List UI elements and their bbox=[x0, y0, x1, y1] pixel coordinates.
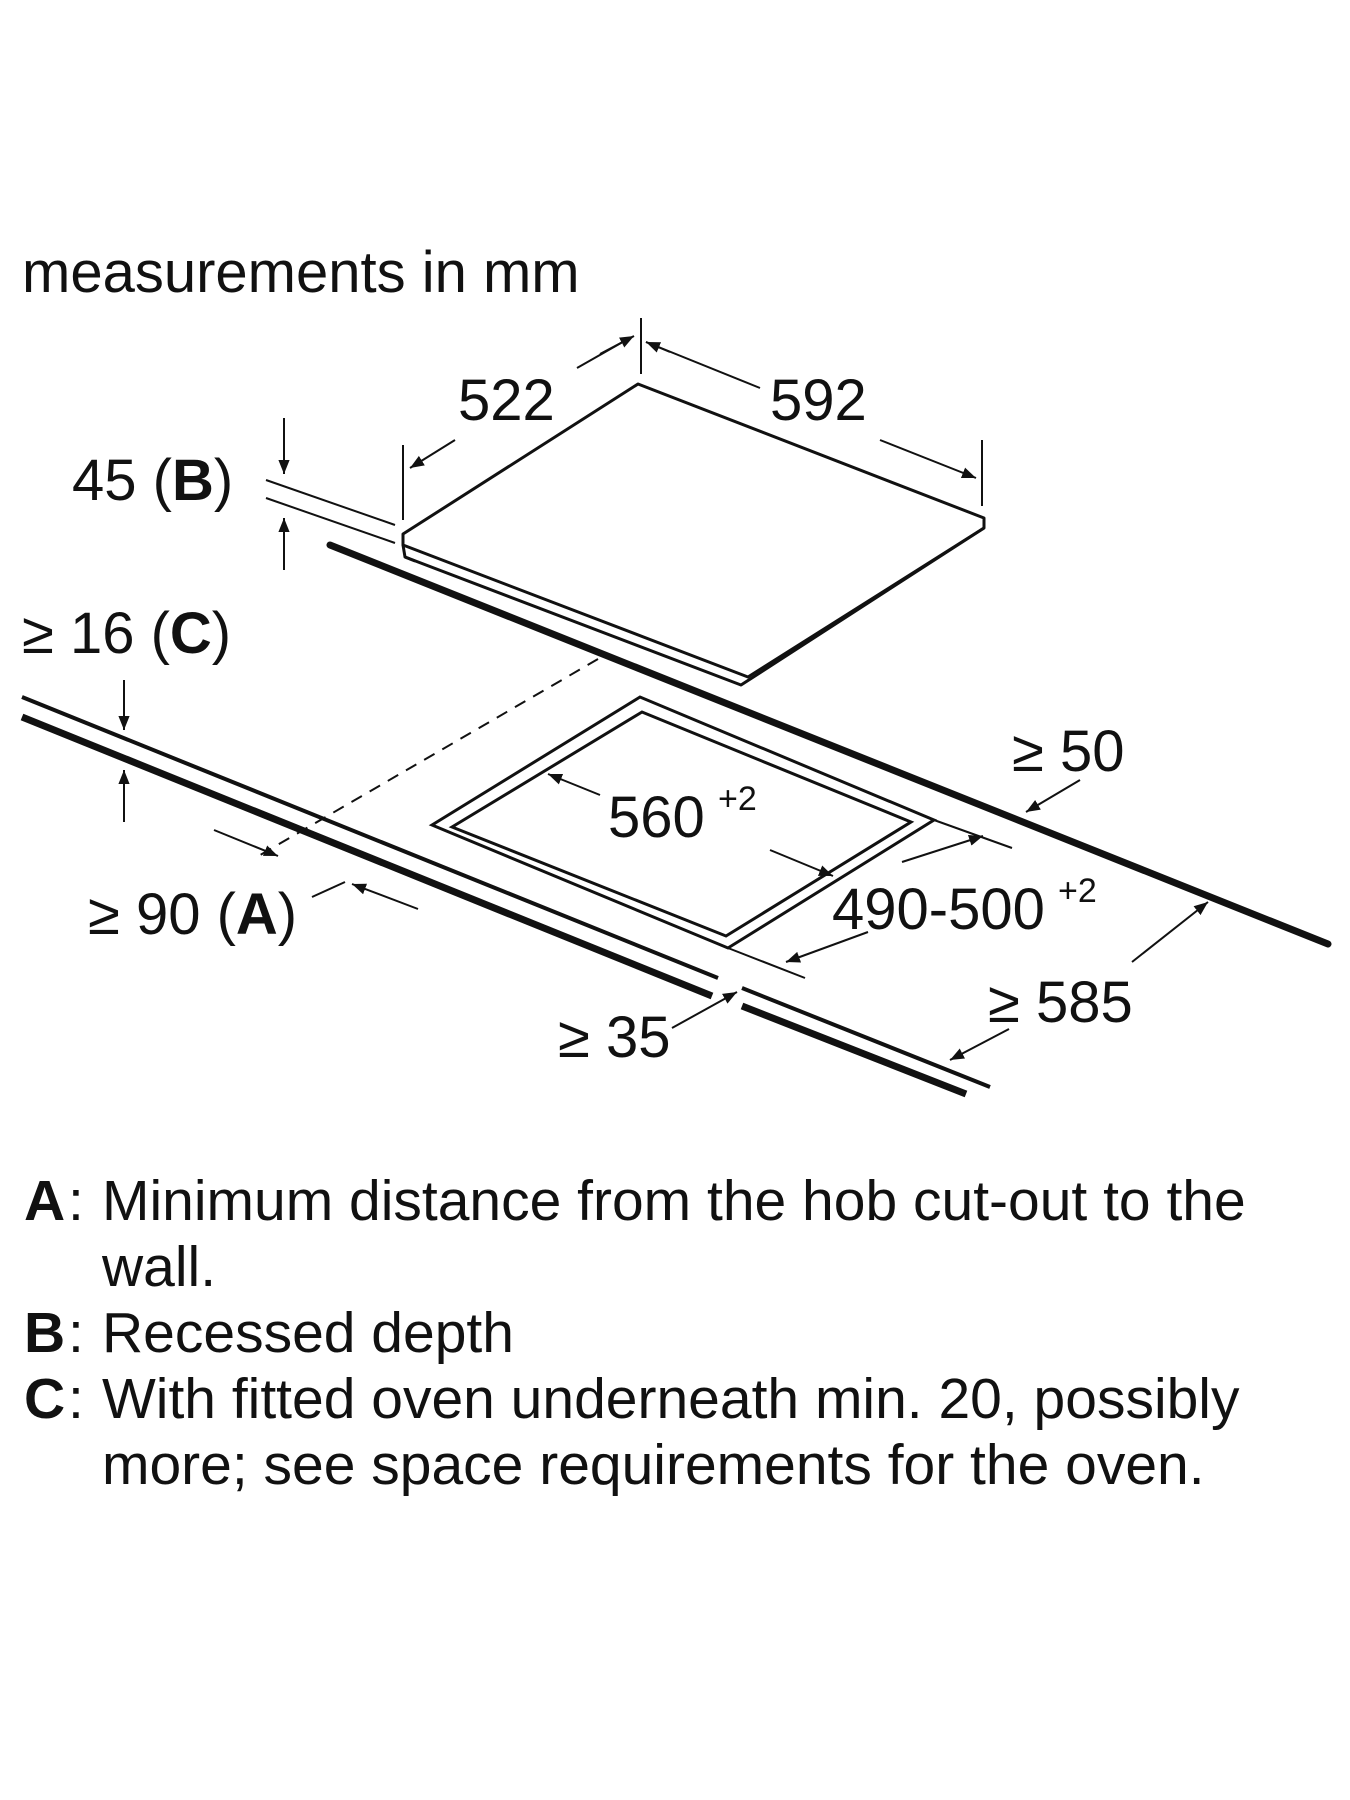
label-cutout-width: 560 bbox=[608, 785, 705, 850]
legend-item-c: C : With fitted oven underneath min. 20,… bbox=[24, 1366, 1324, 1498]
label-width-hob: 592 bbox=[770, 368, 867, 433]
legend-separator: : bbox=[68, 1301, 84, 1365]
legend-text: With fitted oven underneath min. 20, pos… bbox=[102, 1367, 1240, 1497]
label-rear-gap: ≥ 50 bbox=[1012, 719, 1124, 784]
dimension-lines bbox=[118, 318, 1209, 1061]
worktop-back-edge bbox=[326, 541, 1332, 948]
legend-key: A bbox=[24, 1169, 66, 1233]
worktop-front-edge-bottom bbox=[20, 713, 714, 1000]
worktop-front-edge-right-bottom bbox=[740, 1002, 968, 1098]
legend-key: C bbox=[24, 1367, 66, 1431]
legend-separator: : bbox=[68, 1169, 84, 1233]
legend-item-a: A : Minimum distance from the hob cut-ou… bbox=[24, 1168, 1324, 1300]
label-depth-hob: 522 bbox=[458, 368, 555, 433]
legend-separator: : bbox=[68, 1367, 84, 1431]
label-wall-distance: ≥ 90 (A) bbox=[88, 882, 297, 947]
hob-outline bbox=[401, 382, 986, 687]
legend-item-b: B : Recessed depth bbox=[24, 1300, 1324, 1366]
label-cutout-width-tolerance: +2 bbox=[718, 780, 757, 818]
legend-text: Recessed depth bbox=[102, 1301, 514, 1365]
legend-key: B bbox=[24, 1301, 66, 1365]
measurements-heading: measurements in mm bbox=[22, 240, 580, 305]
dashed-guide-line bbox=[254, 658, 599, 859]
label-recess: 45 (B) bbox=[72, 448, 233, 513]
legend: A : Minimum distance from the hob cut-ou… bbox=[24, 1168, 1324, 1498]
worktop-front-edge-right-top bbox=[741, 986, 991, 1089]
worktop-front-edge-top bbox=[21, 695, 719, 980]
label-cutout-depth-tolerance: +2 bbox=[1058, 872, 1097, 910]
label-oven-gap: ≥ 16 (C) bbox=[22, 601, 231, 666]
label-front-gap: ≥ 35 bbox=[558, 1005, 670, 1070]
label-cutout-depth: 490-500 bbox=[832, 877, 1045, 942]
legend-text: Minimum distance from the hob cut-out to… bbox=[102, 1169, 1246, 1299]
label-worktop-depth: ≥ 585 bbox=[988, 970, 1133, 1035]
